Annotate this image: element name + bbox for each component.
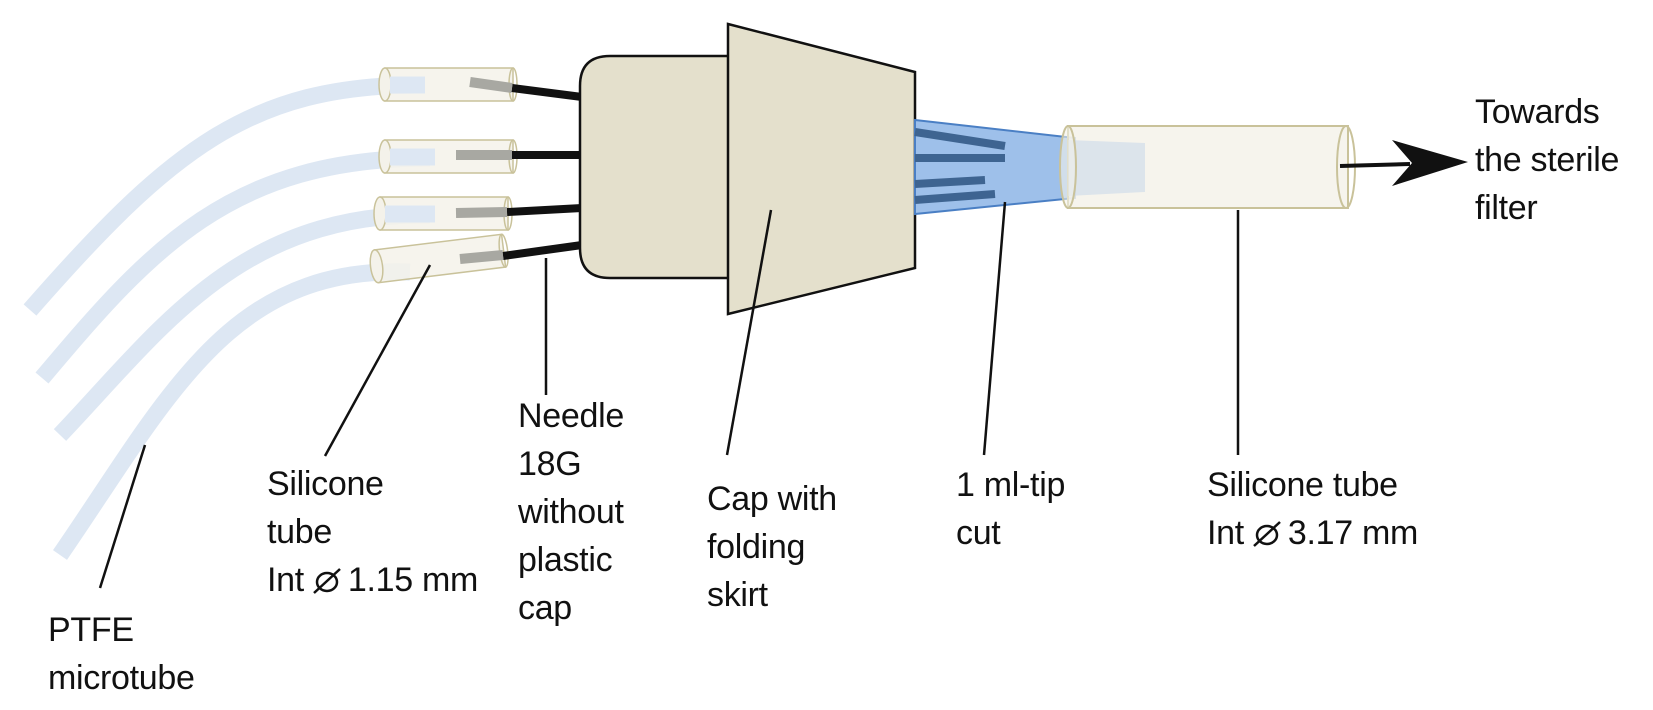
leader-cap [725,209,773,456]
silicone-sleeve-4 [369,233,509,284]
diameter-symbol-icon [1250,513,1284,547]
label-cap-with-folding-skirt: Cap with folding skirt [707,480,837,614]
needles [455,77,583,264]
needle-tip-1 [469,77,513,93]
ptfe-ends-in-sleeves [385,76,435,223]
one-ml-tip [914,118,1076,216]
cap-body [578,54,737,280]
leader-lines [98,201,1240,589]
ptfe-microtube-4 [52,263,411,560]
ptfe-microtubes [23,76,431,560]
label-ptfe-microtube: PTFE microtube [48,611,195,697]
label-needle: Needle 18G without plastic cap [518,397,624,627]
label-towards-sterile-filter: Towards the sterile filter [1475,93,1620,227]
leader-silicone-small [323,264,432,457]
needle-3 [506,204,583,216]
leader-ptfe [98,444,147,589]
arrow-right-icon [1339,140,1468,186]
cap-skirt [726,22,917,316]
ptfe-microtube-1 [23,76,421,316]
cap-with-folding-skirt [578,22,917,316]
silicone-tube-large [1059,125,1356,209]
leader-tip [982,201,1007,456]
needle-tip-4 [459,250,504,264]
ptfe-microtube-3 [53,206,431,441]
needle-4 [502,241,583,260]
needle-tip-3 [455,207,508,218]
diameter-symbol-icon [310,560,344,594]
ptfe-microtube-2 [35,149,431,384]
needle-1 [511,84,583,101]
label-one-ml-tip: 1 ml-tip cut [956,466,1066,552]
